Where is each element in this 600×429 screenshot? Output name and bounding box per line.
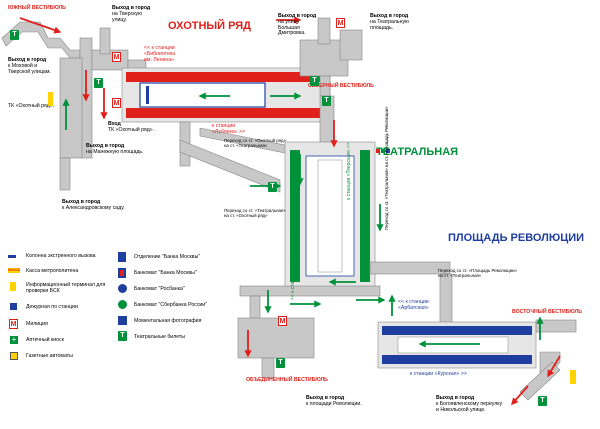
- ticket-office-icon: КАССА: [8, 268, 21, 273]
- atm-sberbank-icon: [118, 300, 127, 309]
- direction-kurskaya: к станции «Курская» >>: [410, 371, 467, 377]
- police-icon: M: [112, 98, 121, 108]
- theatre-tickets-icon: T: [538, 396, 547, 406]
- transfer-revolyutsii-teatralnaya: Переход со ст. «Площадь Революции»на ст.…: [438, 268, 518, 278]
- exit-tk-okhotny: ТК «Охотный ряд».: [8, 103, 55, 109]
- revolyutsii-platform: [377, 321, 537, 369]
- bank-moscow-office-icon: [118, 252, 126, 262]
- legend-label: Банкомат "Сбербанка России": [134, 302, 208, 308]
- direction-arbatskaya: << к станции«Арбатская»: [398, 299, 429, 311]
- atm-bank-moscow-icon: [118, 268, 126, 278]
- legend-label: Касса метрополитена: [26, 268, 79, 274]
- sos-column-icon: [8, 255, 16, 258]
- theatre-tickets-icon: T: [310, 76, 319, 86]
- legend-label: Информационный терминал для проверки БСК: [26, 282, 106, 294]
- station-teatralnaya-title: ТЕАТРАЛЬНАЯ: [376, 146, 459, 158]
- theatre-tickets-icon: T: [94, 78, 103, 88]
- north-vestibule: [299, 17, 363, 97]
- photo-booth-icon: [118, 316, 127, 325]
- teatralnaya-platform: [284, 141, 376, 291]
- vestibule-east-label: ВОСТОЧНЫЙ ВЕСТИБЮЛЬ: [512, 309, 582, 315]
- legend-label: Отделение "Банка Москвы": [134, 254, 201, 260]
- legend-label: Милиция: [26, 321, 48, 327]
- theatre-tickets-icon: T: [276, 358, 285, 368]
- vestibule-south-label: ЮЖНЫЙ ВЕСТИБЮЛЬ: [8, 5, 66, 11]
- legend-label: Банкомат "Банка Москвы": [134, 270, 197, 276]
- police-icon: M: [9, 319, 18, 329]
- combined-vestibule: [237, 317, 315, 379]
- transfer-okhotny-teatralnaya: Переход со ст. «Охотный ряд»на ст. «Теат…: [224, 138, 287, 148]
- police-icon: M: [278, 316, 287, 326]
- direction-novokuznetskaya: << к станции «Новокузнецкая»: [290, 228, 296, 300]
- transfer-teatralnaya-revolyutsii: Переход со ст. «Театральная» на ст. «Пло…: [384, 106, 389, 230]
- transfer-corridor: [179, 95, 335, 193]
- legend-label: Моментальная фотография: [134, 318, 202, 324]
- pharmacy-kiosk-icon: +: [10, 335, 18, 344]
- bsk-terminal-icon: [570, 370, 576, 384]
- legend-label: Банкомат "Росбанка": [134, 286, 185, 292]
- transfer-revolyutsii: [239, 261, 453, 327]
- direction-tverskaya: к станции «Тверская» >>: [346, 142, 352, 200]
- theatre-tickets-icon: T: [10, 30, 19, 40]
- legend-label: Колонна экстренного вызова: [26, 253, 96, 259]
- duty-officer-icon: [10, 303, 17, 310]
- newspaper-machine-icon: [10, 352, 18, 360]
- direction-lubyanka: к станции«Лубянка» >>: [212, 123, 246, 135]
- police-icon: M: [336, 18, 345, 28]
- bsk-terminal-icon: [10, 282, 16, 291]
- station-okhotny-ryad-title: ОХОТНЫЙ РЯД: [168, 20, 251, 32]
- vestibule-north-label: СЕВЕРНЫЙ ВЕСТИБЮЛЬ: [308, 83, 374, 89]
- flow-arrows: [19, 16, 561, 406]
- legend-label: Дежурная по станции: [26, 304, 78, 310]
- transfer-teatralnaya-okhotny: Переход со ст. «Театральная»на ст. «Охот…: [224, 208, 286, 218]
- theatre-tickets-icon: T: [268, 182, 277, 192]
- bsk-terminal-icon: [48, 92, 53, 106]
- legend-label: Аптечный киоск: [26, 337, 64, 343]
- legend-label: Театральные билеты: [134, 334, 186, 340]
- police-icon: M: [112, 52, 121, 62]
- theatre-tickets-icon: T: [322, 96, 331, 106]
- atm-rosbank-icon: [118, 284, 127, 293]
- theatre-tickets-icon: T: [118, 331, 127, 341]
- station-revolyutsii-title: ПЛОЩАДЬ РЕВОЛЮЦИИ: [448, 232, 585, 244]
- vestibule-combined-label: ОБЪЕДИНЕННЫЙ ВЕСТИБЮЛЬ: [246, 377, 328, 383]
- legend-label: Газетные автоматы: [26, 353, 73, 359]
- line-badges-teatralnaya: [376, 140, 392, 153]
- okhotny-platform: [121, 67, 331, 123]
